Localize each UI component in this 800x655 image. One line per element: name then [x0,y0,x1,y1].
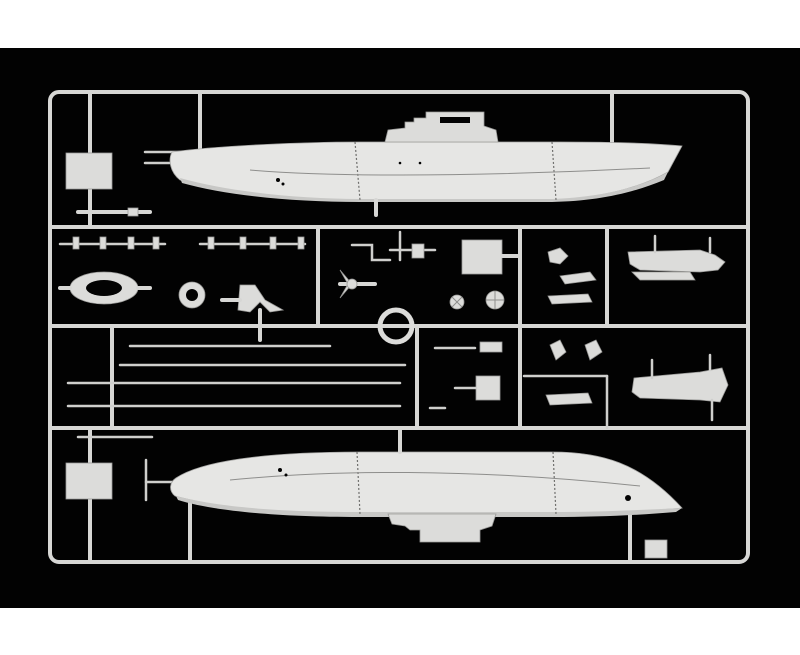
cross-parts [350,230,437,262]
propeller-part [338,269,377,299]
large-ring [377,307,415,345]
box-part [461,239,503,275]
long-rods [66,344,407,439]
hull-upper-half [143,111,683,217]
small-parts-row-1 [58,236,307,250]
figure-limbs [522,247,609,430]
mount-part [220,284,285,342]
square-tab-bottom [65,462,113,500]
hull-lower-half [144,426,683,543]
square-tab-top [65,152,113,190]
rod-parts-top [76,207,152,217]
crew-figures-bottom [631,353,729,422]
crew-figures-top [627,234,726,281]
small-fittings [428,341,503,410]
oval-hatch [58,271,152,305]
valve-wheels [449,290,505,310]
corner-tab [644,539,668,559]
